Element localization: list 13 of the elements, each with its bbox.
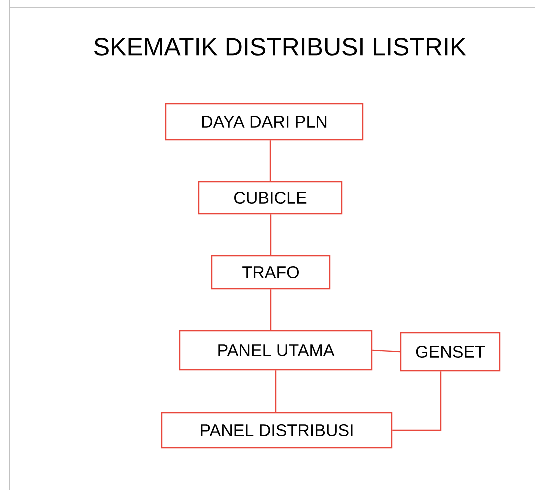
connector-line (275, 370, 277, 412)
process-box: TRAFO (211, 255, 331, 290)
process-box: CUBICLE (198, 181, 343, 215)
connector-line (270, 214, 272, 256)
process-box: PANEL UTAMA (179, 330, 373, 371)
connector-line (372, 350, 400, 353)
connector-line (270, 140, 272, 182)
process-box: PANEL DISTRIBUSI (161, 412, 393, 449)
connector-line (392, 372, 442, 432)
process-box: GENSET (400, 332, 501, 372)
title: SKEMATIK DISTRIBUSI LISTRIK (94, 38, 466, 56)
connector-line (270, 290, 272, 330)
process-box: DAYA DARI PLN (165, 103, 364, 141)
